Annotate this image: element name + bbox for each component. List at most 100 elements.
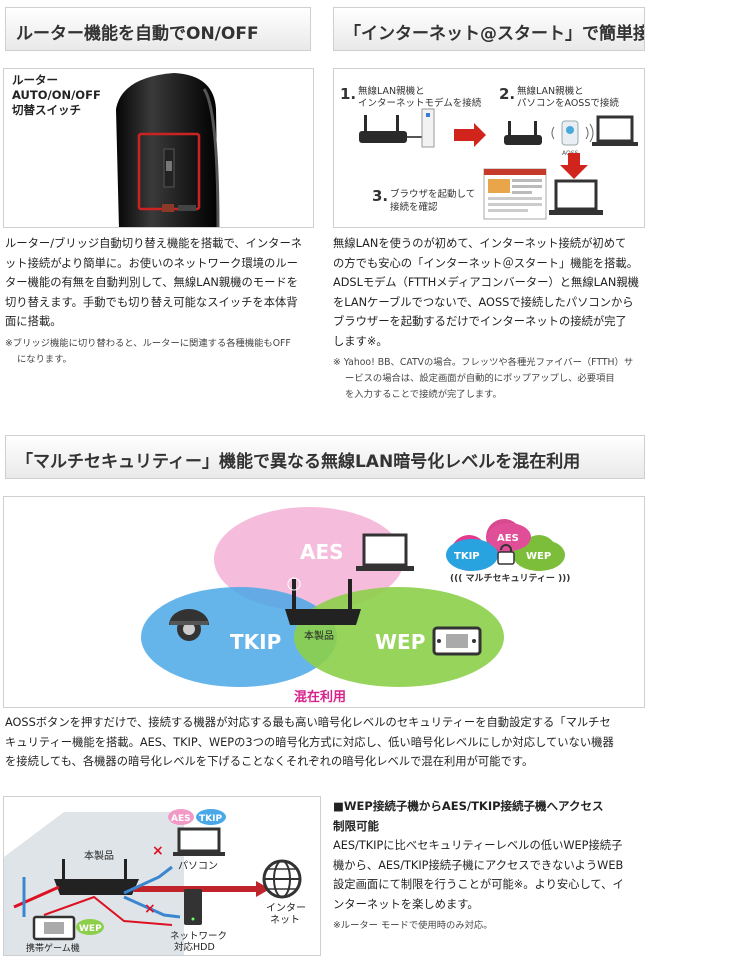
router-icon <box>504 121 542 145</box>
network-camera-icon <box>169 609 209 641</box>
mixed-use-label: 混在利用 <box>294 689 346 705</box>
tkip-tag: TKIP <box>199 814 222 824</box>
laptop-icon <box>356 533 414 571</box>
section3-body-line-1: AOSSボタンを押すだけで、接続する機器が対応する最も高い暗号化レベルのセキュリ… <box>5 716 611 729</box>
section2-heading: 「インターネット@スタート」で簡単接続 <box>333 7 645 51</box>
step3-line-1: ブラウザを起動して <box>390 188 475 200</box>
access-restriction-diagram: 本製品 × × AES TKIP パソコン インター <box>3 796 321 956</box>
router-icon <box>54 859 139 895</box>
aes-bubble <box>168 809 194 825</box>
hdd-label-line-2: 対応HDD <box>174 941 215 953</box>
internet-start-diagram: 1. 無線LAN親機と インターネットモデムを接続 2. 無線LAN親機と パソ… <box>333 68 645 228</box>
aoss-button-icon: AOSS <box>561 120 579 157</box>
step2-line-2: パソコンをAOSSで接続 <box>517 97 619 109</box>
switch-label-line-1: ルーター <box>12 73 58 87</box>
step1-number: 1. <box>340 85 356 103</box>
section1-body-line-2: ット接続がより簡単に。お使いのネットワーク環境のルー <box>5 256 298 270</box>
arrow-right-icon <box>256 881 270 897</box>
section2-body-line-4: をLANケーブルでつないで、AOSSで接続したパソコンから <box>333 295 634 309</box>
section3-body: AOSSボタンを押すだけで、接続する機器が対応する最も高い暗号化レベルのセキュリ… <box>5 713 645 772</box>
wep-tag: WEP <box>79 924 102 934</box>
step2-line-1: 無線LAN親機と <box>517 85 584 97</box>
section4-body-line-4: ンターネットを楽しめます。 <box>333 897 479 911</box>
laptop-icon <box>592 115 638 146</box>
internet-label-line-1: インター <box>266 902 306 914</box>
wep-bubble <box>76 919 104 935</box>
tkip-bubble <box>196 809 226 825</box>
section2-note-line-2: ービスの場合は、設定画面が自動的にポップアップし、必要項目 <box>345 373 615 384</box>
badge-tkip-label: TKIP <box>454 551 480 562</box>
section1-body-line-4: 切り替えます。手動でも切り替え可能なスイッチを本体背 <box>5 295 298 309</box>
badge-caption: ((( マルチセキュリティー ))) <box>450 573 570 584</box>
arrow-right-icon <box>454 123 486 147</box>
section2-body-line-6: します※。 <box>333 334 388 348</box>
switch-label: ルーター AUTO/ON/OFF 切替スイッチ <box>12 73 101 118</box>
pc-label: パソコン <box>178 860 218 872</box>
game-label: 携帯ゲーム機 <box>26 942 80 954</box>
hdd-icon <box>184 889 202 925</box>
router-icon <box>359 115 407 143</box>
section1-heading: ルーター機能を自動でON/OFF <box>5 7 311 51</box>
step3-number: 3. <box>372 187 388 205</box>
lock-icon <box>497 544 515 565</box>
badge-wep-label: WEP <box>526 551 551 562</box>
section2-body-line-1: 無線LANを使うのが初めて、インターネット接続が初めて <box>333 237 627 250</box>
switch-label-line-3: 切替スイッチ <box>12 103 81 117</box>
section1-note-line-1: ※ブリッジ機能に切り替わると、ルーターに関連する各種機能もOFF <box>5 338 291 349</box>
section4-body-line-1: AES/TKIPに比べセキュリティーレベルの低いWEP接続子 <box>333 839 623 852</box>
blocked-x-icon: × <box>144 901 156 917</box>
aes-label: AES <box>300 540 344 564</box>
tkip-label: TKIP <box>230 630 281 654</box>
multi-security-badge: AES TKIP WEP ((( マルチセキュリティー ))) <box>446 519 570 584</box>
section2-note-line-3: を入力することで接続が完了します。 <box>345 389 502 400</box>
laptop-icon <box>173 827 225 856</box>
router-back-image <box>116 73 220 227</box>
badge-aes-label: AES <box>497 533 519 544</box>
router-label: 本製品 <box>84 849 114 862</box>
hdd-label-line-1: ネットワーク <box>170 931 227 942</box>
step1-line-2: インターネットモデムを接続 <box>358 97 482 109</box>
section2-body: 無線LANを使うのが初めて、インターネット接続が初めて の方でも安心の「インター… <box>333 234 645 351</box>
router-icon <box>285 577 361 625</box>
wep-label: WEP <box>375 630 425 654</box>
section4-title-line-2: 制限可能 <box>333 819 379 833</box>
switch-label-line-2: AUTO/ON/OFF <box>12 88 101 102</box>
laptop-icon <box>549 179 603 215</box>
section3-heading: 「マルチセキュリティー」機能で異なる無線LAN暗号化レベルを混在利用 <box>5 435 645 479</box>
arrow-down-icon <box>560 153 588 179</box>
section1-body-line-1: ルーター/ブリッジ自動切り替え機能を搭載で、インターネ <box>5 237 303 250</box>
modem-icon <box>421 108 435 148</box>
aes-tag: AES <box>171 814 191 824</box>
step1-line-1: 無線LAN親機と <box>358 85 425 97</box>
section4-title: ■WEP接続子機からAES/TKIP接続子機へアクセス 制限可能 <box>333 796 653 836</box>
globe-icon <box>262 859 302 899</box>
internet-label-line-2: ネット <box>270 914 300 926</box>
multi-security-diagram: AES TKIP WEP 本製品 混在利用 <box>3 496 645 708</box>
section4-note: ※ルーター モードで使用時のみ対応。 <box>333 920 493 931</box>
section4-body: AES/TKIPに比べセキュリティーレベルの低いWEP接続子 機から、AES/T… <box>333 836 653 914</box>
center-product-label: 本製品 <box>304 629 334 642</box>
section2-body-line-2: の方でも安心の「インターネット＠スタート」機能を搭載。 <box>333 256 639 270</box>
section1-body-line-5: 面に搭載。 <box>5 315 62 328</box>
section1-note-line-2: になります。 <box>17 354 72 365</box>
section1-body-line-3: ター機能の有無を自動判別して、無線LAN親機のモードを <box>5 276 298 289</box>
section2-note: ※ Yahoo! BB、CATVの場合。フレッツや各種光ファイバー（FTTH）サ… <box>333 355 645 403</box>
browser-screenshot-icon <box>483 168 547 220</box>
blocked-x-icon: × <box>152 843 164 859</box>
section3-body-line-2: キュリティー機能を搭載。AES、TKIP、WEPの3つの暗号化方式に対応し、低い… <box>5 735 614 749</box>
step3-line-2: 接続を確認 <box>390 201 438 213</box>
step2-number: 2. <box>499 85 515 103</box>
section1-note: ※ブリッジ機能に切り替わると、ルーターに関連する各種機能もOFF になります。 <box>5 336 320 368</box>
section4-body-line-3: 設定画面にて制限を行うことが可能※。より安心して、イ <box>333 878 624 891</box>
section4-body-line-2: 機から、AES/TKIP接続子機にアクセスできないようWEB <box>333 858 624 872</box>
router-switch-photo: ルーター AUTO/ON/OFF 切替スイッチ <box>3 68 314 228</box>
section2-body-line-5: ブラウザーを起動するだけでインターネットの接続が完了 <box>333 315 627 328</box>
handheld-game-icon <box>432 626 482 656</box>
section2-note-line-1: ※ Yahoo! BB、CATVの場合。フレッツや各種光ファイバー（FTTH）サ <box>333 357 634 368</box>
handheld-game-icon <box>32 915 76 941</box>
section1-body: ルーター/ブリッジ自動切り替え機能を搭載で、インターネ ット接続がより簡単に。お… <box>5 234 315 332</box>
aes-ellipse <box>214 507 404 611</box>
section4-title-line-1: ■WEP接続子機からAES/TKIP接続子機へアクセス <box>333 799 604 813</box>
section3-body-line-3: を接続しても、各機器の暗号化レベルを下げることなくそれぞれの暗号化レベルで混在利… <box>5 755 534 768</box>
section2-body-line-3: ADSLモデム（FTTHメディアコンバーター）と無線LAN親機 <box>333 276 639 289</box>
